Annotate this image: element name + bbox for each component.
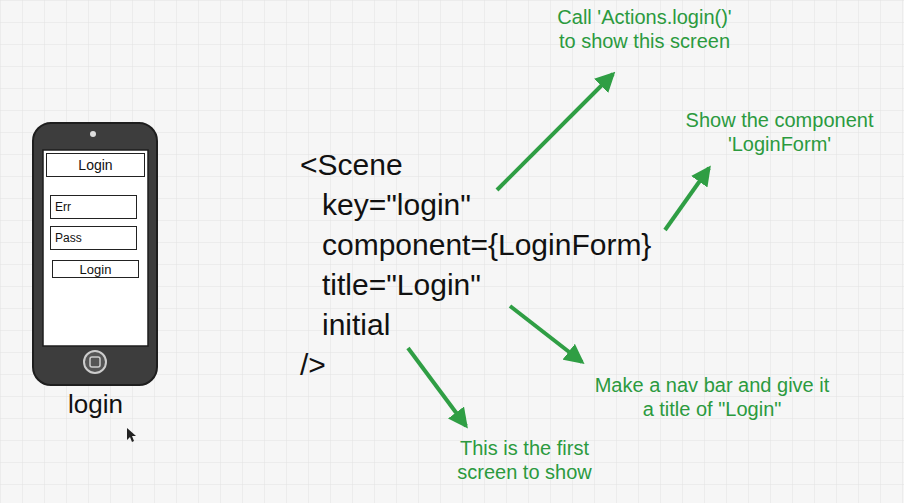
ui-text: Login xyxy=(78,157,112,173)
annotation-note: This is the first screen to show xyxy=(432,436,617,484)
annotation-note: Call 'Actions.login()' to show this scre… xyxy=(552,5,737,53)
annotation-note: Make a nav bar and give it a title of "L… xyxy=(592,373,832,421)
annotation-note: Show the component 'LoginForm' xyxy=(672,108,887,156)
ui-text: Login xyxy=(80,262,112,277)
leader-arrow xyxy=(497,74,613,190)
input-field: Err xyxy=(50,195,137,219)
leader-arrow xyxy=(665,168,709,230)
mouse-cursor xyxy=(127,428,136,442)
input-field: Pass xyxy=(50,226,137,250)
leader-arrow xyxy=(510,306,582,362)
screen-name: login xyxy=(13,389,178,419)
code-line: component={LoginForm} xyxy=(322,227,682,263)
code-line: title="Login" xyxy=(322,267,522,303)
code-line: key="login" xyxy=(322,187,522,223)
phone-screen: loginLoginErrPassLogin xyxy=(33,123,158,385)
code-line: initial xyxy=(322,307,472,343)
login-button: Login xyxy=(52,260,139,278)
leader-arrow xyxy=(408,348,466,426)
code-line: <Scene xyxy=(300,147,500,183)
nav-bar: Login xyxy=(46,153,145,177)
code-line: /> xyxy=(300,347,400,383)
ui-text: Err xyxy=(55,200,71,214)
ui-text: Pass xyxy=(55,231,82,245)
